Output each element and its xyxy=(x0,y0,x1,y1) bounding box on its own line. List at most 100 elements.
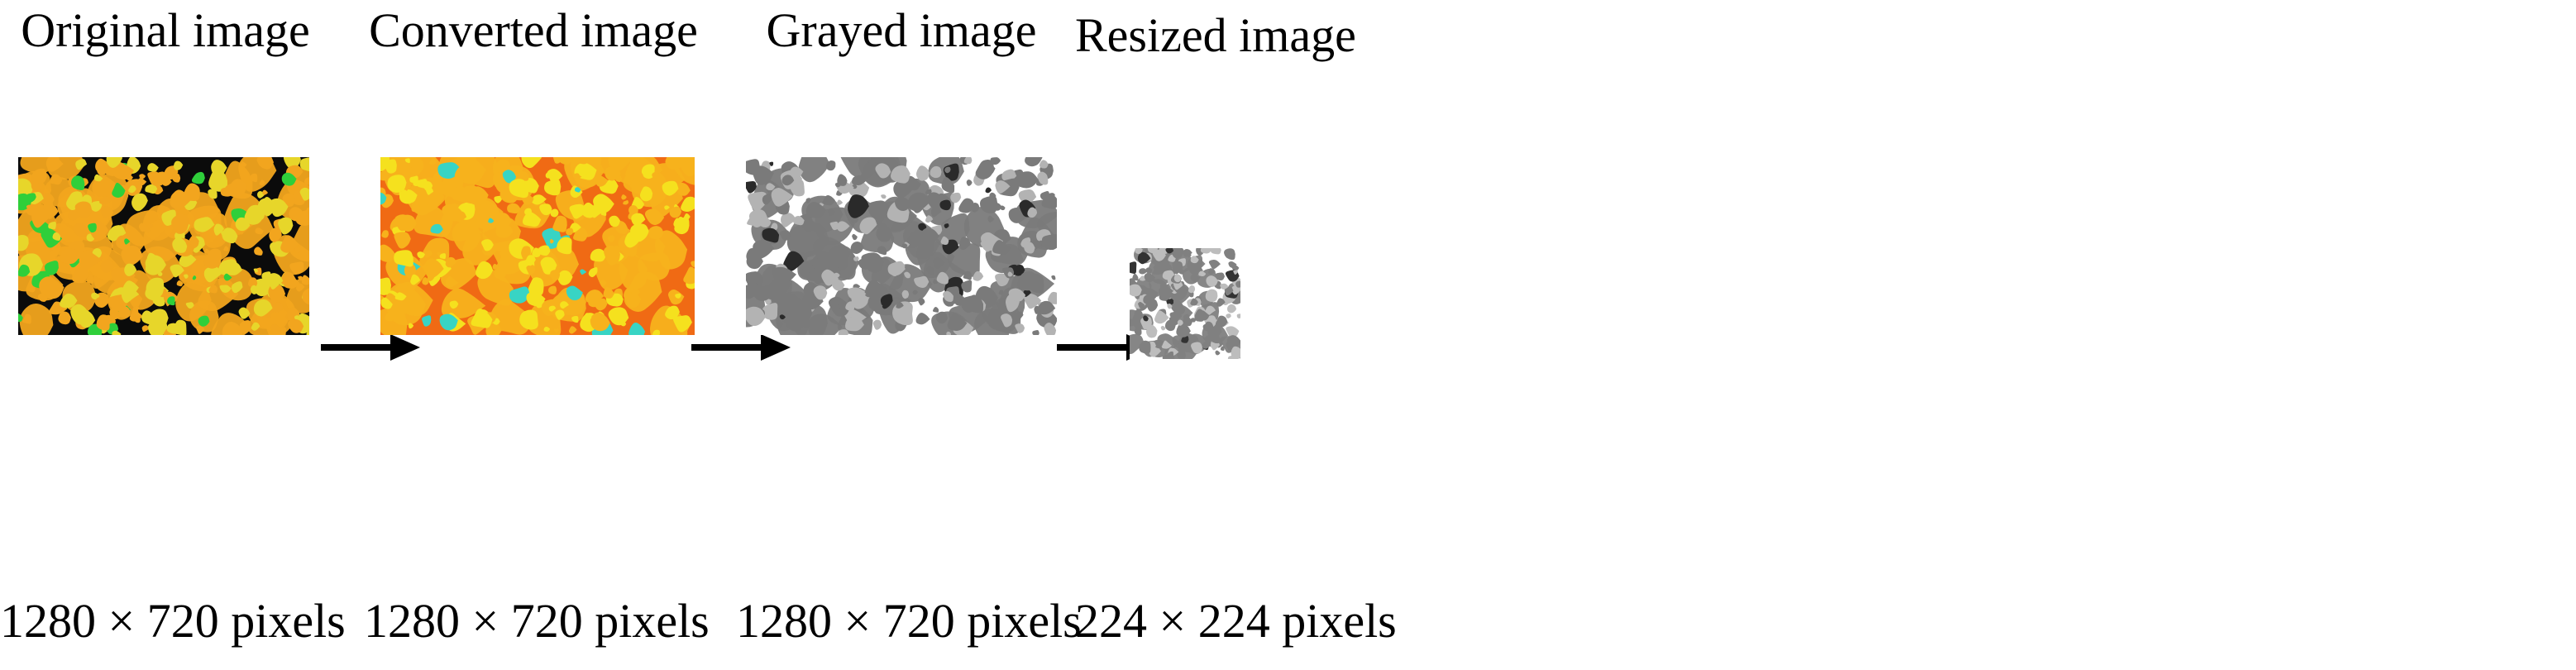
texture-grain xyxy=(1132,313,1140,323)
texture-grain xyxy=(526,255,536,264)
stage-original: Original image 1280 × 720 pixels xyxy=(0,0,346,670)
texture-grain xyxy=(783,251,805,271)
texture-grain xyxy=(72,267,88,284)
texture-grain xyxy=(1206,275,1218,287)
texture-grain xyxy=(1215,350,1221,356)
texture-grain xyxy=(219,285,232,293)
texture-grain xyxy=(985,187,992,194)
texture-grain xyxy=(1137,251,1151,265)
texture-grain xyxy=(399,189,415,204)
texture-grain xyxy=(198,315,210,327)
right-arrow-icon xyxy=(691,331,791,364)
texture-grain xyxy=(764,299,772,305)
texture-grain xyxy=(548,285,557,294)
texture-grain xyxy=(192,275,197,280)
texture-grain xyxy=(270,323,281,334)
texture-grain xyxy=(289,261,304,275)
texture-grain xyxy=(628,323,646,335)
texture-grain xyxy=(1190,256,1199,264)
texture-grain xyxy=(973,270,984,281)
texture-grain xyxy=(522,212,542,227)
texture-grain xyxy=(208,285,218,294)
texture-grain xyxy=(548,305,557,312)
texture-grain xyxy=(946,331,951,335)
stage-resized: Resized image 224 × 224 pixels xyxy=(1075,0,1397,670)
texture-grain xyxy=(213,223,225,236)
texture-grain xyxy=(204,248,210,254)
texture-grain xyxy=(302,288,309,305)
texture-grain xyxy=(683,266,695,285)
texture-grain xyxy=(571,315,579,323)
texture-grain xyxy=(1198,270,1207,277)
texture-grain xyxy=(1016,171,1039,189)
texture-grain xyxy=(805,201,826,218)
texture-grain xyxy=(958,198,975,213)
texture-grain xyxy=(813,285,828,300)
texture-grain xyxy=(146,277,165,298)
texture-grain xyxy=(256,157,274,170)
texture-grain xyxy=(439,313,458,331)
texture-grain xyxy=(254,246,263,256)
texture-grain xyxy=(585,172,593,179)
texture-grain xyxy=(665,305,680,320)
texture-grain xyxy=(980,240,992,251)
texture-grain xyxy=(1130,285,1139,293)
texture-grain xyxy=(580,269,587,275)
texture-grain xyxy=(86,275,94,285)
texture-grain xyxy=(422,277,430,285)
texture-grain xyxy=(933,257,945,269)
texture-grain xyxy=(1208,268,1216,275)
texture-grain xyxy=(502,170,517,184)
texture-grain xyxy=(895,180,913,198)
texture-grain xyxy=(1169,311,1183,321)
texture-grain xyxy=(75,159,88,170)
texture-grain xyxy=(1048,291,1057,304)
texture-grain xyxy=(266,313,272,318)
texture-grain xyxy=(145,184,158,194)
texture-grain xyxy=(1001,313,1013,328)
texture-grain xyxy=(404,263,417,279)
texture-grain xyxy=(779,230,791,241)
texture-grain xyxy=(131,193,148,212)
texture-grain xyxy=(176,280,184,287)
texture-grain xyxy=(904,271,910,279)
texture-grain xyxy=(26,204,33,211)
texture-grain xyxy=(759,216,772,228)
texture-grain xyxy=(1037,171,1049,185)
texture-grain xyxy=(261,196,279,217)
texture-grain xyxy=(106,157,122,168)
texture-grain xyxy=(1177,319,1183,326)
texture-grain xyxy=(772,266,791,285)
texture-grain xyxy=(22,313,31,324)
texture-grain xyxy=(836,199,844,205)
texture-grain xyxy=(552,157,563,164)
texture-grain xyxy=(1025,157,1043,167)
texture-grain xyxy=(45,157,64,172)
texture-grain xyxy=(172,237,188,253)
texture-region xyxy=(1130,333,1145,355)
texture-grain xyxy=(1191,342,1202,354)
texture-grain xyxy=(607,235,615,242)
texture-grain xyxy=(445,256,457,268)
texture-grain xyxy=(918,223,927,231)
texture-grain xyxy=(1205,289,1218,303)
texture-grain xyxy=(950,192,962,203)
texture-grain xyxy=(519,309,538,330)
texture-region xyxy=(786,218,829,258)
texture-grain xyxy=(28,286,36,293)
texture-grain xyxy=(467,186,489,206)
texture-grain xyxy=(600,280,607,287)
texture-grain xyxy=(1220,283,1229,290)
texture-grain xyxy=(408,323,414,329)
texture-grain xyxy=(251,207,265,220)
texture-grain xyxy=(1210,333,1221,344)
texture-grain xyxy=(164,165,179,180)
stage-grayed: Grayed image 1280 × 720 pixels xyxy=(736,0,1082,670)
texture-grain xyxy=(1144,272,1156,283)
texture-grain xyxy=(422,181,433,191)
texture-grain xyxy=(681,196,695,212)
texture-grain xyxy=(825,160,836,171)
texture-grain xyxy=(208,168,227,192)
texture-grain xyxy=(631,213,646,227)
texture-grain xyxy=(877,246,887,256)
